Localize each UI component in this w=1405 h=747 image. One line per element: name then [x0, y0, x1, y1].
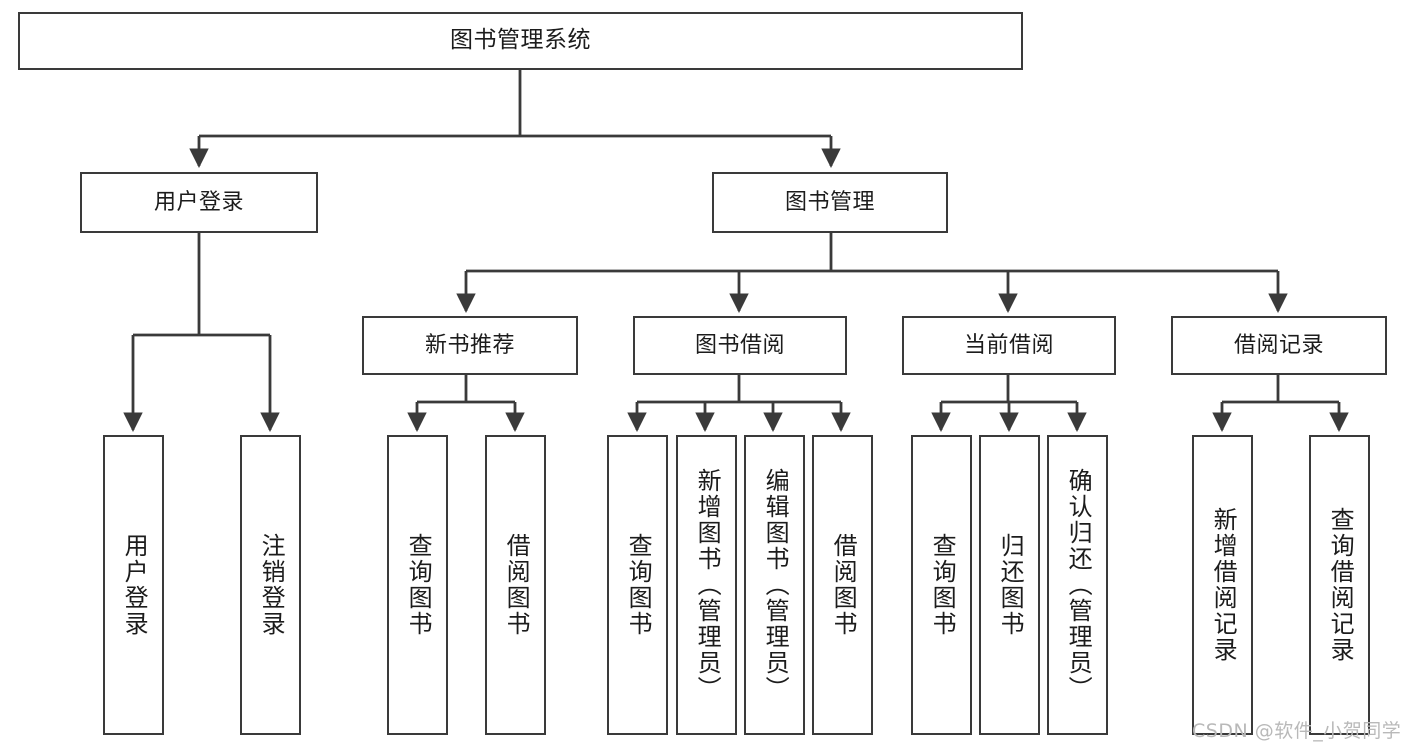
node-borrow-record[interactable]: 借阅记录: [1171, 316, 1387, 375]
node-leaf-user-login-label: 用户登录: [120, 533, 149, 637]
node-leaf-query-book-1[interactable]: 查询图书: [387, 435, 448, 735]
node-leaf-logout-login[interactable]: 注销登录: [240, 435, 301, 735]
node-leaf-add-record[interactable]: 新增借阅记录: [1192, 435, 1253, 735]
node-leaf-borrow-book-2[interactable]: 借阅图书: [812, 435, 873, 735]
node-leaf-query-record[interactable]: 查询借阅记录: [1309, 435, 1370, 735]
csdn-watermark: CSDN @软件_小贺同学: [1192, 720, 1402, 742]
node-leaf-return-book-label: 归还图书: [996, 533, 1025, 637]
node-leaf-edit-book[interactable]: 编辑图书（管理员）: [744, 435, 805, 735]
node-book-borrow[interactable]: 图书借阅: [633, 316, 847, 375]
node-leaf-user-login[interactable]: 用户登录: [103, 435, 164, 735]
node-leaf-borrow-book-1[interactable]: 借阅图书: [485, 435, 546, 735]
node-book-borrow-label: 图书借阅: [694, 332, 785, 358]
node-borrow-record-label: 借阅记录: [1233, 332, 1324, 358]
node-leaf-add-book-label: 新增图书（管理员）: [693, 468, 722, 702]
node-leaf-borrow-book-1-label: 借阅图书: [502, 533, 531, 637]
node-leaf-logout-login-label: 注销登录: [257, 533, 286, 637]
node-root-label: 图书管理系统: [450, 27, 591, 54]
node-new-book-recommend-label: 新书推荐: [424, 332, 515, 358]
node-book-management[interactable]: 图书管理: [712, 172, 948, 233]
node-leaf-query-book-3[interactable]: 查询图书: [911, 435, 972, 735]
node-leaf-borrow-book-2-label: 借阅图书: [829, 533, 858, 637]
node-current-borrow[interactable]: 当前借阅: [902, 316, 1116, 375]
node-leaf-add-book[interactable]: 新增图书（管理员）: [676, 435, 737, 735]
node-leaf-edit-book-label: 编辑图书（管理员）: [761, 468, 790, 702]
node-leaf-query-book-1-label: 查询图书: [404, 533, 433, 637]
node-leaf-query-book-2-label: 查询图书: [624, 533, 653, 637]
node-book-management-label: 图书管理: [784, 189, 875, 215]
node-root[interactable]: 图书管理系统: [18, 12, 1023, 70]
node-leaf-query-book-2[interactable]: 查询图书: [607, 435, 668, 735]
node-new-book-recommend[interactable]: 新书推荐: [362, 316, 578, 375]
node-leaf-query-record-label: 查询借阅记录: [1326, 507, 1355, 663]
node-user-login-label: 用户登录: [153, 189, 244, 215]
node-leaf-add-record-label: 新增借阅记录: [1209, 507, 1238, 663]
node-current-borrow-label: 当前借阅: [963, 332, 1054, 358]
node-leaf-return-book[interactable]: 归还图书: [979, 435, 1040, 735]
node-user-login[interactable]: 用户登录: [80, 172, 318, 233]
node-leaf-confirm-return-label: 确认归还（管理员）: [1064, 468, 1093, 702]
node-leaf-confirm-return[interactable]: 确认归还（管理员）: [1047, 435, 1108, 735]
node-leaf-query-book-3-label: 查询图书: [928, 533, 957, 637]
